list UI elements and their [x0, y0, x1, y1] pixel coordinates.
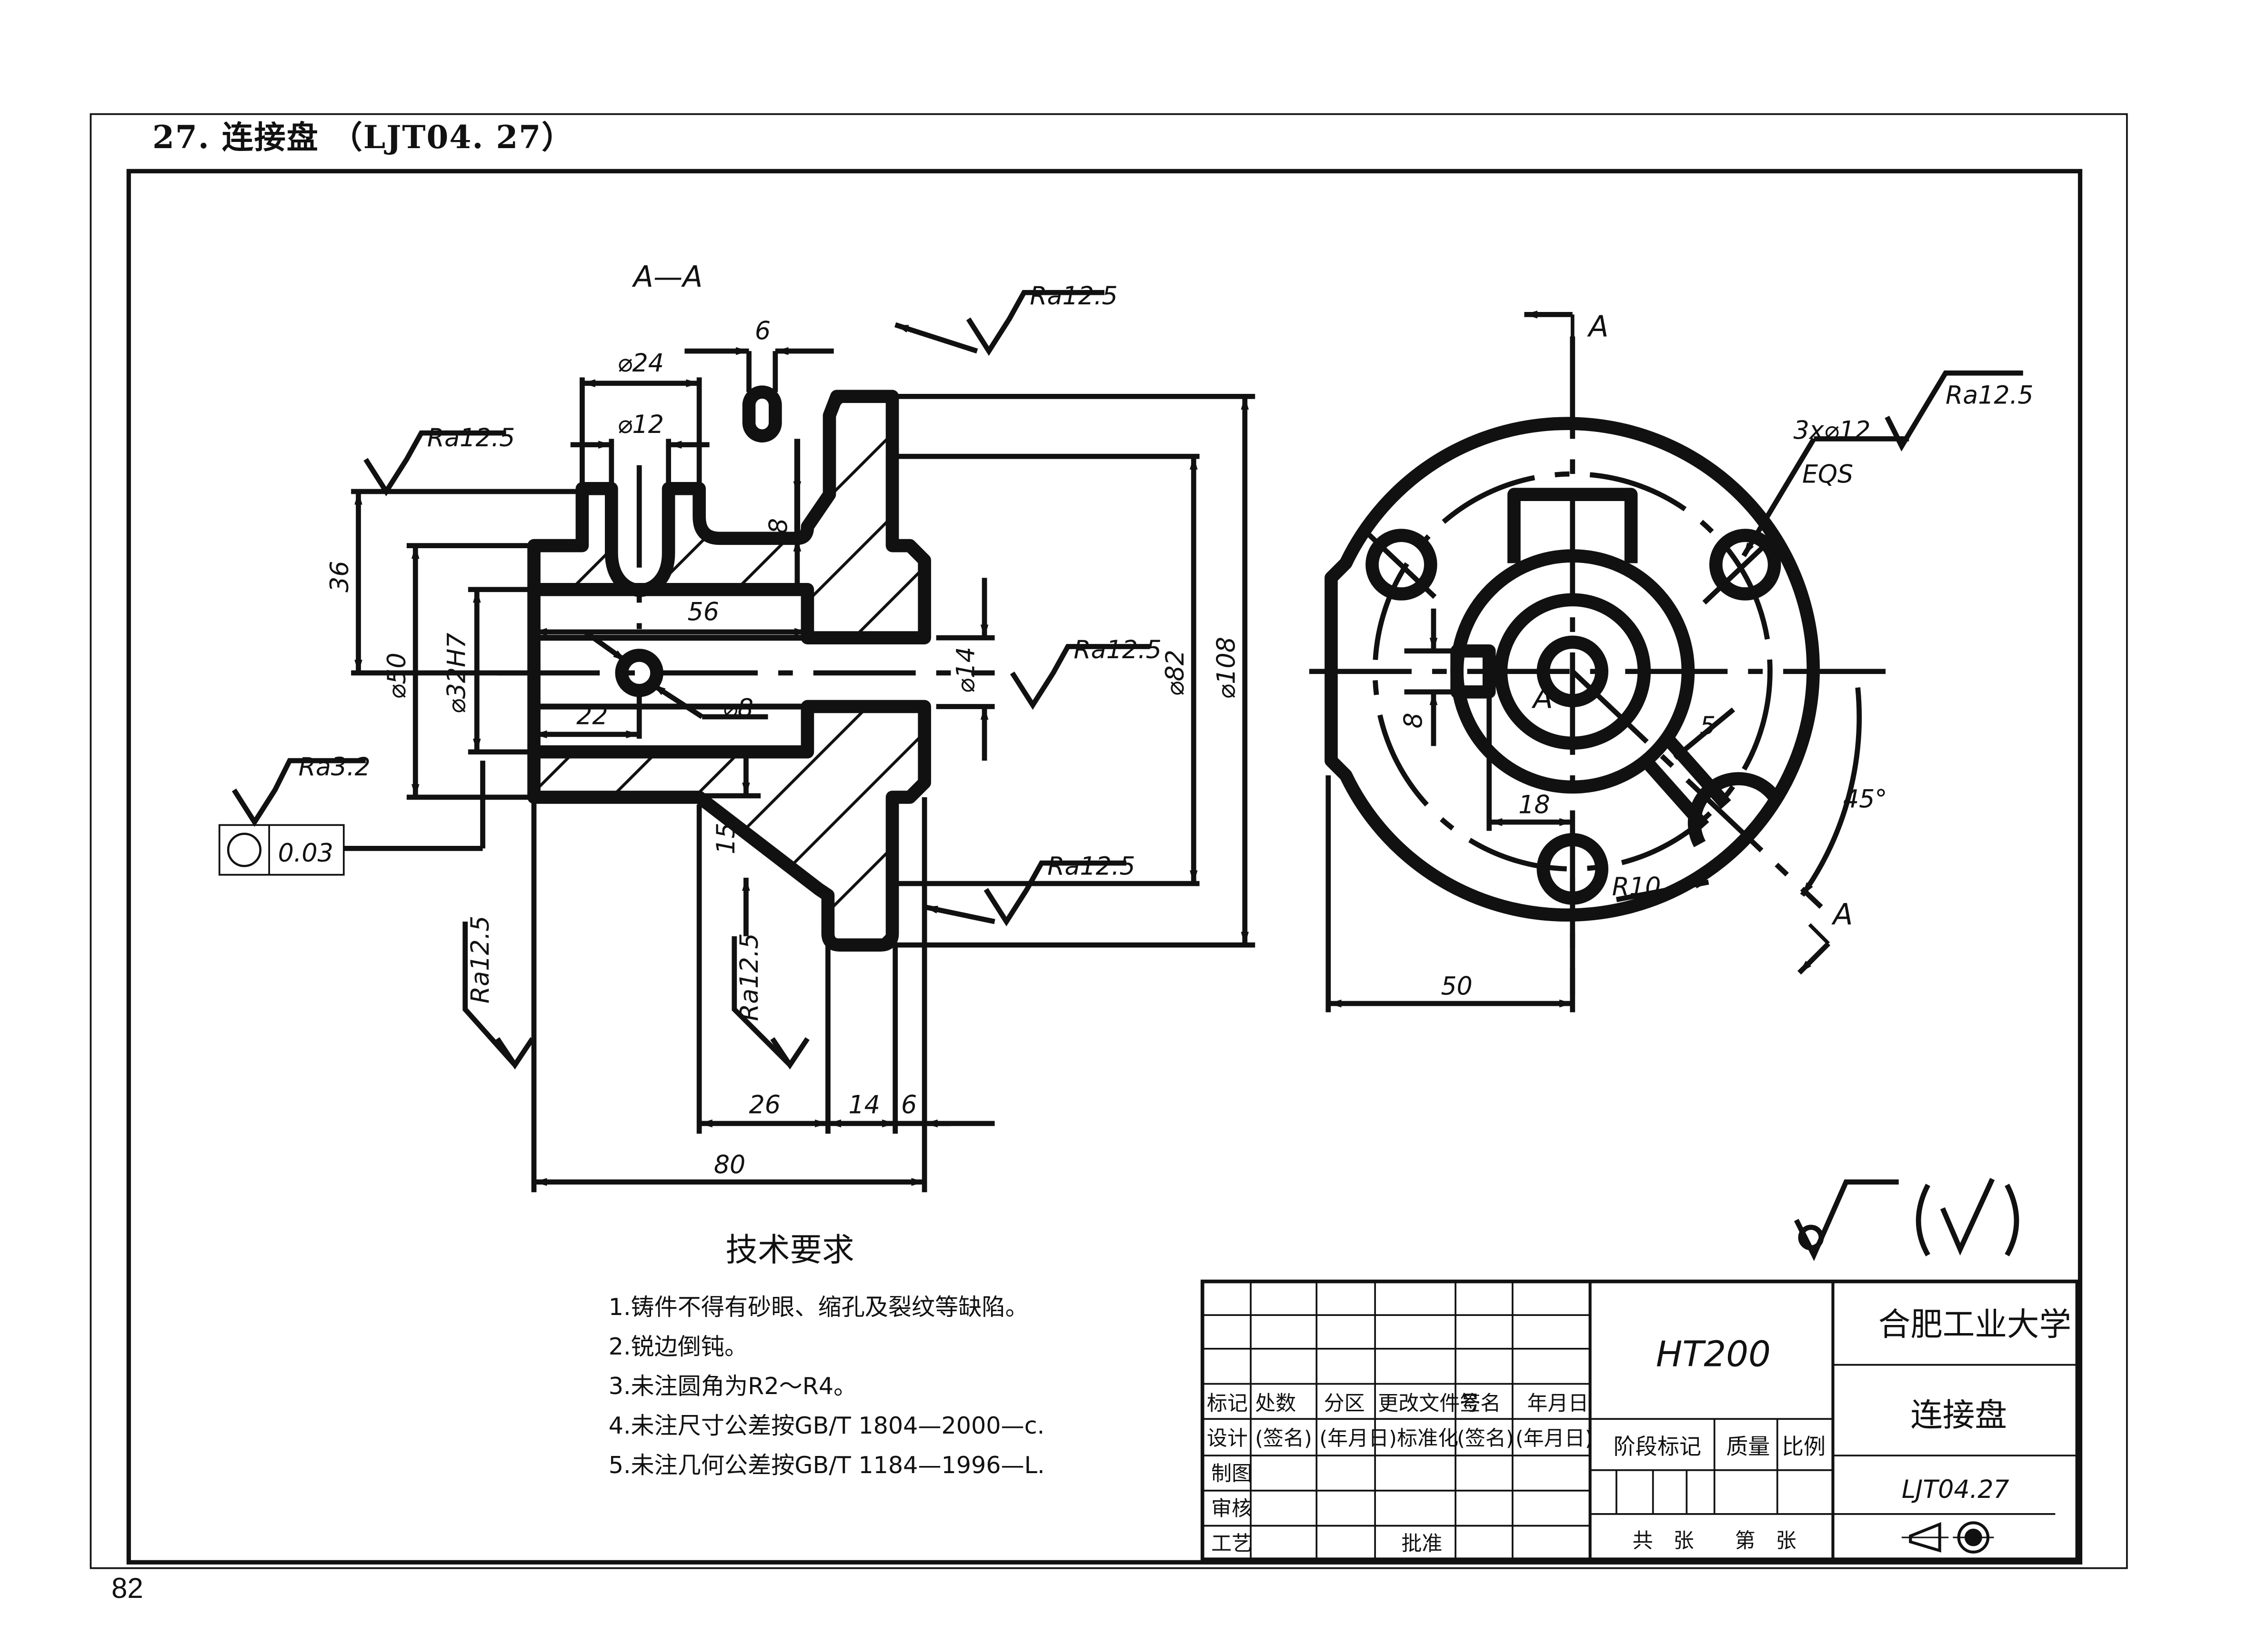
part-name: 连接盘	[1910, 1396, 2007, 1434]
section-view: A—A	[218, 260, 1255, 1193]
dim-d24: ⌀24	[617, 349, 664, 378]
dim-d32h7: ⌀32H7	[443, 633, 472, 714]
hdr-zone: 分区	[1324, 1392, 1365, 1415]
page-number: 82	[111, 1572, 143, 1604]
projection-icon	[1901, 1521, 1994, 1554]
stage-mark: 阶段标记	[1614, 1434, 1701, 1459]
page-title: 27. 连接盘 （LJT04. 27）	[152, 119, 574, 156]
rough-holes: Ra12.5	[1946, 381, 2034, 410]
tech-item-3: 3.未注圆角为R2～R4。	[609, 1372, 857, 1400]
rough-left-face: Ra12.5	[466, 915, 495, 1004]
dim-w18: 18	[1518, 791, 1550, 820]
cross-hole-lines	[1640, 734, 1731, 831]
tech-title: 技术要求	[725, 1231, 854, 1269]
section-body-upper	[527, 390, 931, 644]
row-design-sign: (签名)	[1255, 1427, 1312, 1451]
sheets-label: 共 张 第 张	[1633, 1529, 1796, 1553]
hdr-sign: 签名	[1460, 1392, 1501, 1415]
tech-item-4: 4.未注尺寸公差按GB/T 1804—2000—c.	[609, 1412, 1045, 1439]
dim-eqs: EQS	[1802, 461, 1853, 489]
section-view-label: A—A	[632, 260, 702, 294]
rough-bore: Ra3.2	[299, 753, 371, 782]
dim-slot-8: 8	[764, 518, 793, 534]
rough-flange-back: Ra12.5	[1047, 853, 1135, 881]
dim-r10: R10	[1612, 873, 1661, 902]
tech-item-2: 2.锐边倒钝。	[609, 1333, 748, 1360]
tech-item-1: 1.铸件不得有砂眼、缩孔及裂纹等缺陷。	[609, 1293, 1029, 1321]
drawing-frame	[126, 169, 2083, 1565]
check-label: 审核	[1211, 1497, 1252, 1521]
drawing-number: LJT04.27	[1902, 1475, 2009, 1504]
front-view: A A A 3x⌀12 EQS Ra12.5 8 18 5 45° R10 50	[1309, 310, 2034, 1013]
bolt-hole-2	[1709, 529, 1781, 601]
dim-angle: 45°	[1843, 785, 1887, 813]
slot-profile	[742, 385, 782, 443]
dim-d12: ⌀12	[617, 411, 664, 439]
section-mark-center: A	[1531, 682, 1553, 715]
dim-d108: ⌀108	[1212, 637, 1241, 699]
material: HT200	[1656, 1335, 1771, 1375]
general-roughness	[1794, 1178, 2019, 1261]
tolerance-frame: 0.03	[218, 761, 485, 876]
dim-cross-hole: ⌀8	[723, 694, 753, 723]
section-mark-top: A	[1587, 310, 1609, 343]
section-body-lower	[527, 700, 931, 952]
draw-label: 制图	[1211, 1462, 1252, 1485]
outer-border	[90, 113, 2128, 1569]
row-design: 设计	[1207, 1427, 1248, 1451]
rough-rib-face: Ra12.5	[735, 933, 764, 1021]
dim-w26: 26	[749, 1091, 781, 1119]
bolt-hole-1	[1365, 529, 1437, 601]
rough-flange-face: Ra12.5	[1030, 282, 1118, 311]
scale-label: 比例	[1782, 1434, 1826, 1459]
dim-d82: ⌀82	[1161, 650, 1190, 696]
dim-w50: 50	[1441, 973, 1472, 1001]
dim-w56: 56	[688, 598, 719, 626]
dim-w80: 80	[714, 1151, 745, 1179]
hdr-count: 处数	[1255, 1392, 1296, 1415]
hdr-mark: 标记	[1207, 1392, 1248, 1415]
row-standard-date: (年月日)	[1515, 1427, 1593, 1451]
dim-w6: 6	[755, 317, 771, 346]
approve-label: 批准	[1401, 1532, 1442, 1556]
dim-h8: 8	[1399, 713, 1428, 728]
hdr-change-doc: 更改文件号	[1378, 1392, 1480, 1415]
row-design-date: (年月日)	[1319, 1427, 1397, 1451]
cross-hole	[615, 649, 663, 697]
rough-boss-top: Ra12.5	[427, 424, 515, 452]
dim-w5: 5	[1700, 712, 1716, 741]
dim-holes: 3x⌀12	[1794, 416, 1871, 445]
dim-h15: 15	[712, 823, 741, 854]
tech-requirements: 技术要求 1.铸件不得有砂眼、缩孔及裂纹等缺陷。 2.锐边倒钝。 3.未注圆角为…	[609, 1231, 1045, 1479]
dim-w14: 14	[848, 1091, 880, 1119]
process-label: 工艺	[1211, 1532, 1252, 1556]
tolerance-value: 0.03	[278, 839, 333, 868]
school-name: 合肥工业大学	[1878, 1305, 2071, 1343]
dim-w22: 22	[576, 702, 608, 730]
dim-d14: ⌀14	[952, 647, 981, 693]
mass-label: 质量	[1726, 1434, 1770, 1459]
row-standard-sign: (签名)	[1457, 1427, 1514, 1451]
dim-h36: 36	[326, 561, 354, 592]
row-standard: 标准化	[1397, 1427, 1458, 1451]
dim-d50: ⌀50	[383, 652, 411, 699]
tech-item-5: 5.未注几何公差按GB/T 1184—1996—L.	[609, 1451, 1045, 1479]
hdr-date: 年月日	[1527, 1392, 1589, 1415]
cylindricity-icon	[227, 833, 262, 867]
section-mark-bottom: A	[1831, 898, 1853, 932]
flange-outline	[1325, 417, 1820, 922]
title-block: HT200 合肥工业大学 连接盘 LJT04.27 标记 处数 分区 更改文件号…	[1200, 1279, 2079, 1561]
rough-small-bore: Ra12.5	[1074, 636, 1162, 664]
dim-w6b: 6	[901, 1091, 917, 1119]
